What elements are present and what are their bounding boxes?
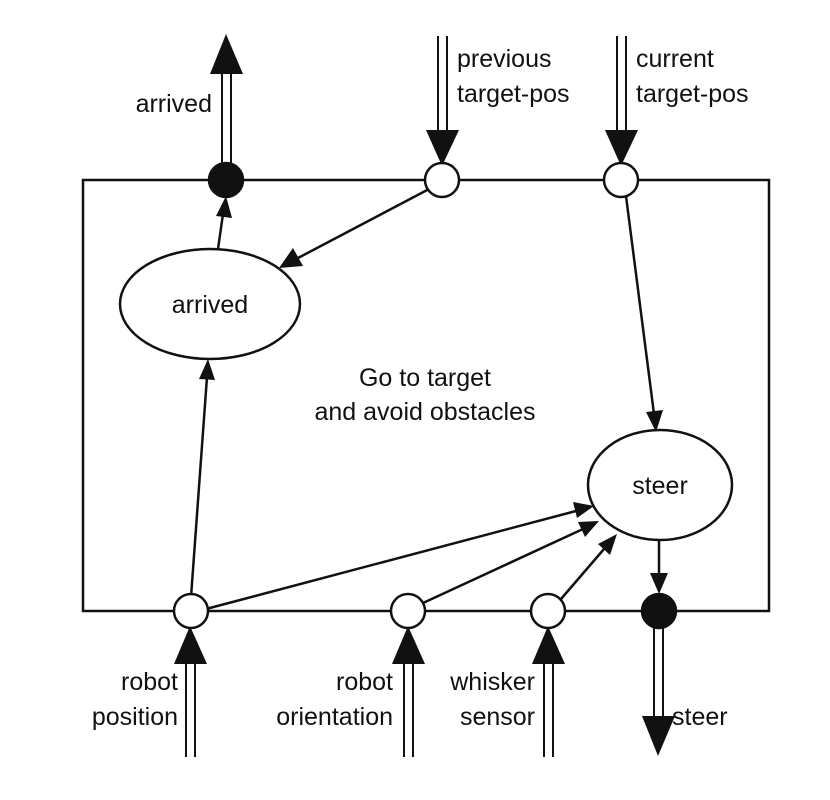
previous-target-pos-connector [426,36,459,166]
previous-target-pos-port [423,161,461,199]
current-target-pos-port [602,161,640,199]
previous-target-pos-label-line-1: previous [457,45,552,73]
robot-position-connector [174,626,207,757]
steer-output-connector [642,628,675,756]
robot-orientation-connector [392,626,425,757]
center-label: Go to target and avoid obstacles [315,364,536,426]
current-target-pos-label-line-2: target-pos [636,80,749,108]
steer-node: steer [586,428,734,542]
arrived-output-label: arrived [136,90,212,118]
arrow-orientation-to-steer [422,521,599,605]
robot-orientation-label-line-2: orientation [276,703,393,731]
arrow-arrived-to-output [216,196,232,250]
arrow-current-to-steer [624,195,663,432]
arrow-whisker-to-steer [560,534,617,600]
arrived-node: arrived [118,247,302,361]
center-label-line-2: and avoid obstacles [315,398,536,426]
current-target-pos-label-line-1: current [636,45,714,73]
whisker-sensor-label-line-1: whisker [449,668,535,696]
arrived-output-connector [210,34,243,165]
arrow-steer-to-output [650,540,668,594]
arrow-previous-to-arrived [279,186,432,268]
robot-position-port [172,592,210,630]
arrived-output-port [207,161,245,199]
robot-orientation-port [389,592,427,630]
robot-orientation-label-line-1: robot [336,668,393,696]
module-boundary [81,178,771,613]
arrived-node-label: arrived [172,291,248,319]
arrow-position-to-arrived [189,359,215,598]
steer-output-label: steer [672,703,728,731]
robot-position-label-line-2: position [92,703,178,731]
robot-position-label-line-1: robot [121,668,178,696]
current-target-pos-connector [605,36,638,166]
previous-target-pos-label-line-2: target-pos [457,80,570,108]
arrow-position-to-steer [205,502,594,611]
whisker-sensor-port [529,592,567,630]
whisker-sensor-connector [532,626,565,757]
steer-node-label: steer [632,472,688,500]
center-label-line-1: Go to target [359,364,491,392]
steer-output-port [640,592,678,630]
whisker-sensor-label-line-2: sensor [460,703,535,731]
